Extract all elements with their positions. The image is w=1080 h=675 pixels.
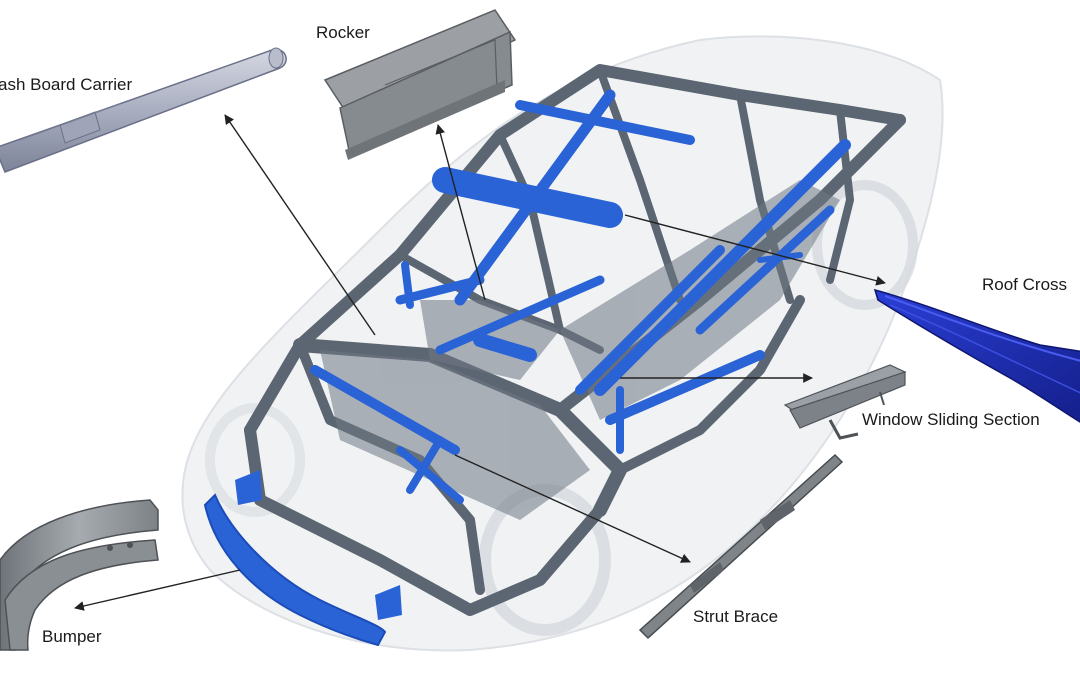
window-sliding-section-part xyxy=(783,364,907,440)
blue-bumper-beam xyxy=(203,470,402,647)
label-dash-board-carrier: ash Board Carrier xyxy=(0,75,133,94)
arrow-strut-brace xyxy=(454,454,691,563)
label-window-sliding-section: Window Sliding Section xyxy=(862,410,1040,429)
strut-brace-part xyxy=(638,453,844,640)
rear-wheel-ghost xyxy=(812,180,918,310)
front-wheel-left-ghost xyxy=(205,403,305,517)
dash-board-carrier-part xyxy=(0,47,287,173)
label-rocker: Rocker xyxy=(316,23,370,42)
bumper-part xyxy=(0,499,159,651)
arrow-rocker xyxy=(435,124,486,301)
blue-reinforcements xyxy=(310,89,851,504)
leader-arrows xyxy=(74,114,886,611)
rocker-part xyxy=(323,9,517,160)
arrow-bumper xyxy=(74,569,241,611)
label-bumper: Bumper xyxy=(42,627,102,646)
label-strut-brace: Strut Brace xyxy=(693,607,779,626)
arrow-roof-cross xyxy=(624,214,886,286)
label-roof-cross: Roof Cross xyxy=(982,275,1068,294)
roof-cross-part xyxy=(873,288,1080,423)
arrow-dash-board-carrier xyxy=(224,114,376,336)
